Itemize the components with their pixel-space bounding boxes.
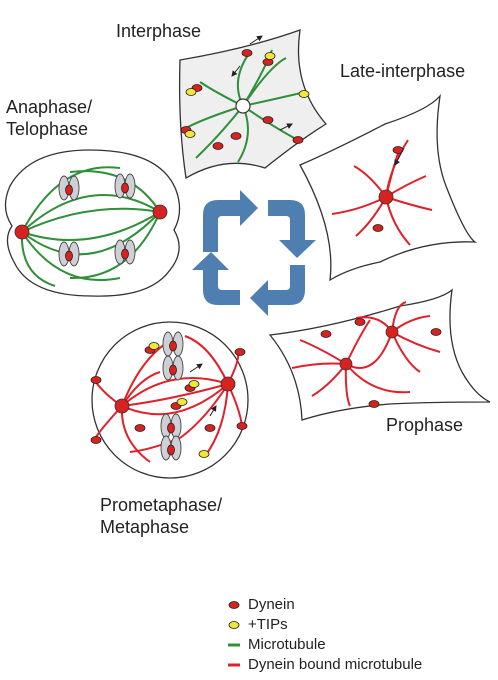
legend-microtubule-label: Microtubule bbox=[248, 636, 326, 653]
legend-dynein-bound: Dynein bound microtubule bbox=[248, 655, 422, 675]
legend-dynein-swatch bbox=[228, 601, 240, 609]
label-anaphase: Anaphase/ bbox=[6, 97, 93, 117]
legend-tips-label: +TIPs bbox=[248, 616, 288, 633]
prophase-cell bbox=[268, 288, 491, 421]
legend-dynein-bound-label: Dynein bound microtubule bbox=[248, 656, 423, 673]
legend-swatches bbox=[228, 601, 240, 667]
legend-tips: +TIPs bbox=[248, 615, 288, 635]
cycle-arrows bbox=[192, 190, 316, 316]
prometaphase-metaphase-cell bbox=[90, 321, 249, 479]
label-telophase: Telophase bbox=[6, 119, 89, 139]
legend-microtubule: Microtubule bbox=[248, 635, 326, 655]
late-interphase-cell bbox=[299, 93, 478, 282]
label-interphase: Interphase bbox=[116, 21, 202, 41]
label-prophase: Prophase bbox=[386, 415, 464, 435]
legend-dynein-label: Dynein bbox=[248, 596, 295, 613]
label-metaphase: Metaphase bbox=[100, 517, 190, 537]
legend-tips-swatch bbox=[228, 621, 240, 629]
legend-dynein: Dynein bbox=[248, 595, 295, 615]
interphase-cell bbox=[178, 29, 327, 180]
label-late-interphase: Late-interphase bbox=[340, 61, 466, 81]
label-prometaphase: Prometaphase/ bbox=[100, 495, 223, 515]
anaphase-telophase-cell bbox=[4, 149, 181, 297]
